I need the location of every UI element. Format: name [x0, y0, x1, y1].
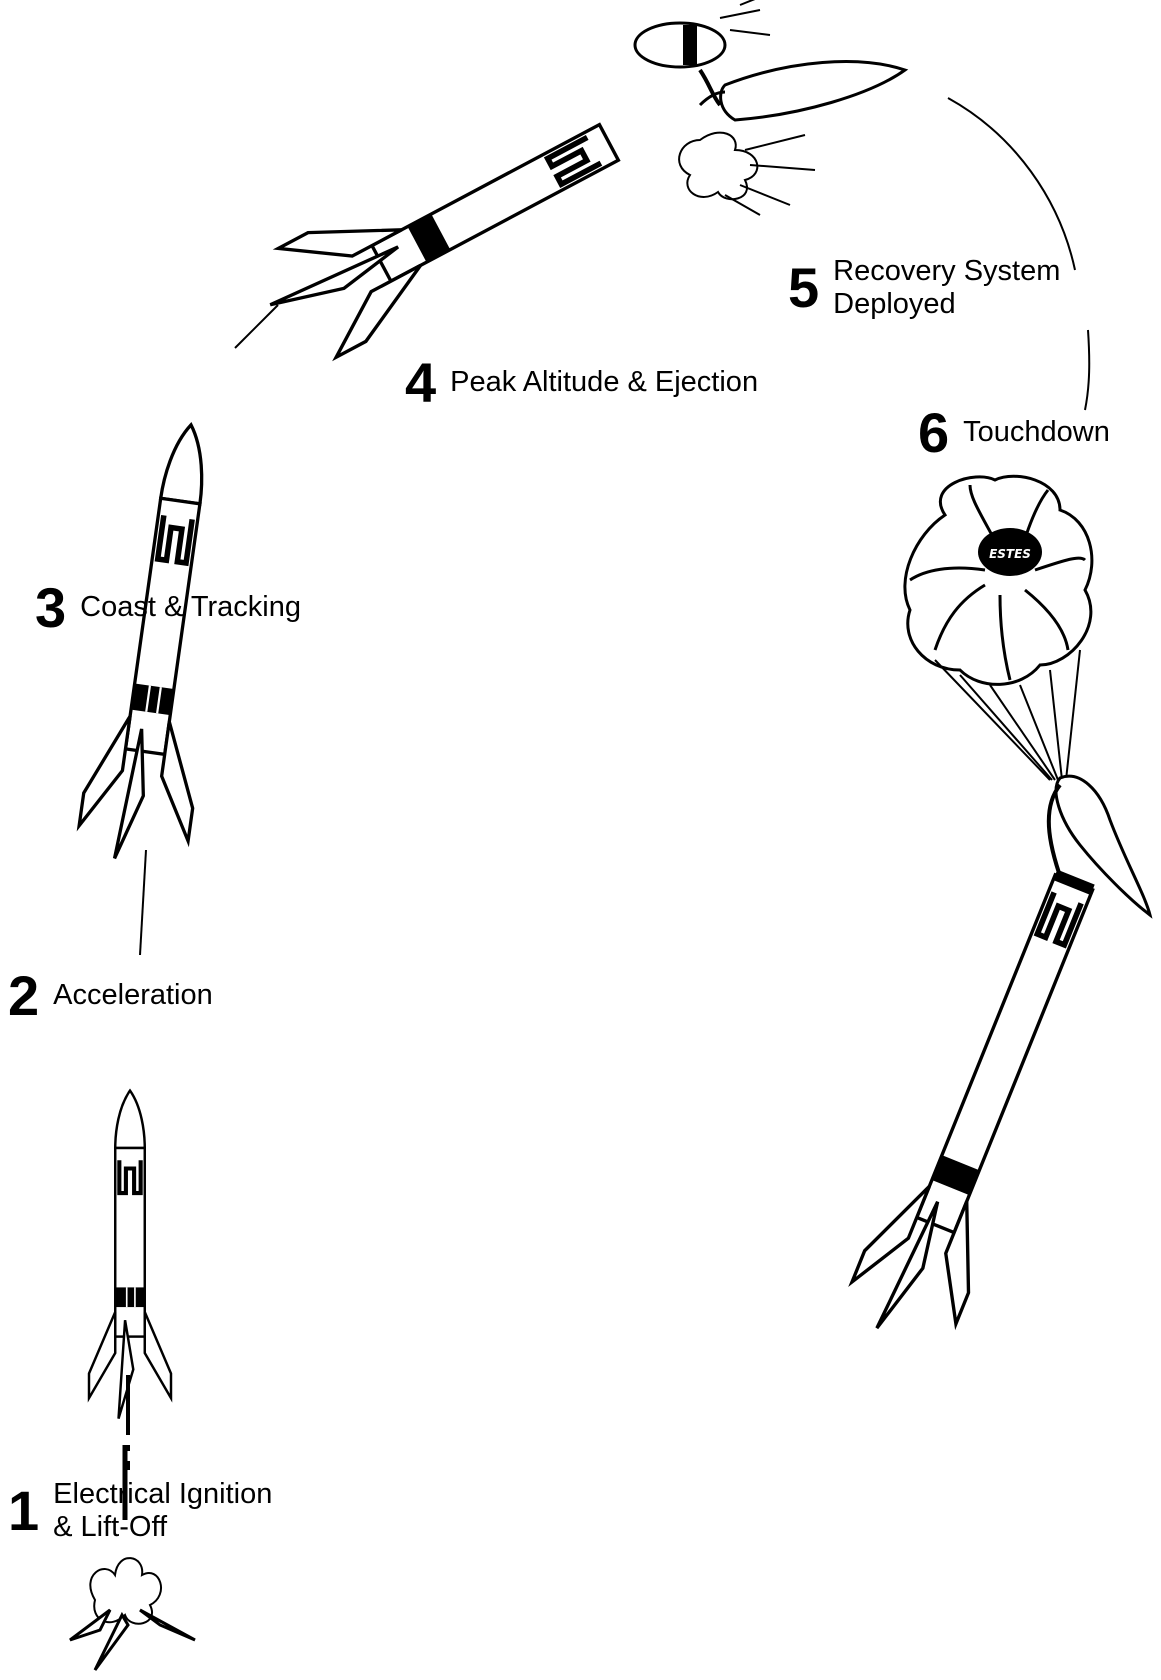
- stage-2-text-line-1: Acceleration: [53, 979, 213, 1012]
- stage-4-text-line-1: Peak Altitude & Ejection: [450, 366, 758, 399]
- stage-6-number: 6: [918, 405, 949, 461]
- stage-1-text-line-2: & Lift-Off: [53, 1511, 272, 1544]
- stage-5-text-line-2: Deployed: [833, 288, 1060, 321]
- stage-3-number: 3: [35, 580, 66, 636]
- acceleration-trail: [140, 850, 146, 955]
- stage-1-text-line-1: Electrical Ignition: [53, 1478, 272, 1511]
- stage-4-number: 4: [405, 355, 436, 411]
- parachute-logo: ESTES: [989, 547, 1031, 561]
- stage-6-text-line-1: Touchdown: [963, 416, 1110, 449]
- nose-cone-icon: [700, 62, 905, 120]
- stage-4-label: 4 Peak Altitude & Ejection: [405, 355, 758, 411]
- stage-2-number: 2: [8, 968, 39, 1024]
- rocket-coasting-icon: [75, 417, 245, 868]
- stage-5-number: 5: [788, 260, 819, 316]
- rocket-touchdown-icon: [839, 856, 1127, 1355]
- stage-5-label: 5 Recovery System Deployed: [788, 255, 1060, 322]
- parachute-icon: ESTES: [905, 476, 1092, 780]
- ejection-burst-icon: [679, 133, 815, 215]
- stage-6-label: 6 Touchdown: [918, 405, 1110, 461]
- rocket-liftoff-icon: [89, 1091, 171, 1419]
- stage-3-label: 3 Coast & Tracking: [35, 580, 301, 636]
- stage-3-text-line-1: Coast & Tracking: [80, 591, 301, 624]
- stage-1-number: 1: [8, 1483, 39, 1539]
- stage-2-label: 2 Acceleration: [8, 968, 213, 1024]
- stage-1-label: 1 Electrical Ignition & Lift-Off: [8, 1478, 272, 1545]
- rocket-ejection-icon: [249, 88, 638, 373]
- stage-5-text-line-1: Recovery System: [833, 255, 1060, 288]
